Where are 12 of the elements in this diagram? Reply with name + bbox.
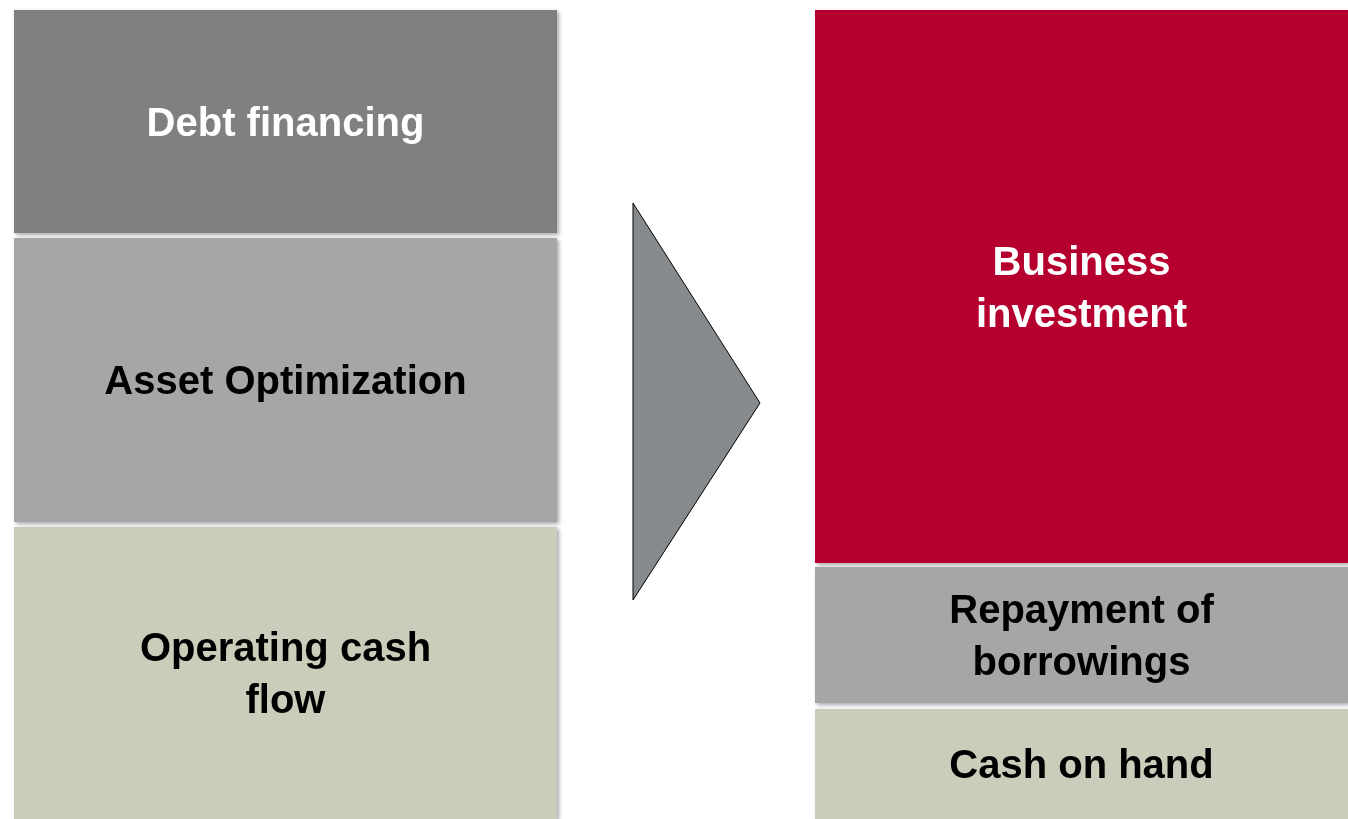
category-block — [14, 527, 557, 819]
category-block — [815, 709, 1348, 819]
block-label: Cash on hand — [949, 741, 1214, 788]
block-label: Repayment of borrowings — [948, 586, 1215, 685]
category-block — [14, 10, 557, 233]
category-block — [815, 567, 1348, 703]
category-block — [14, 238, 557, 522]
category-block — [815, 10, 1348, 563]
block-label: Asset Optimization — [104, 357, 467, 404]
block-label: Business investment — [974, 237, 1189, 337]
block-label: Operating cash flow — [138, 624, 433, 723]
block-label: Debt financing — [146, 98, 425, 146]
